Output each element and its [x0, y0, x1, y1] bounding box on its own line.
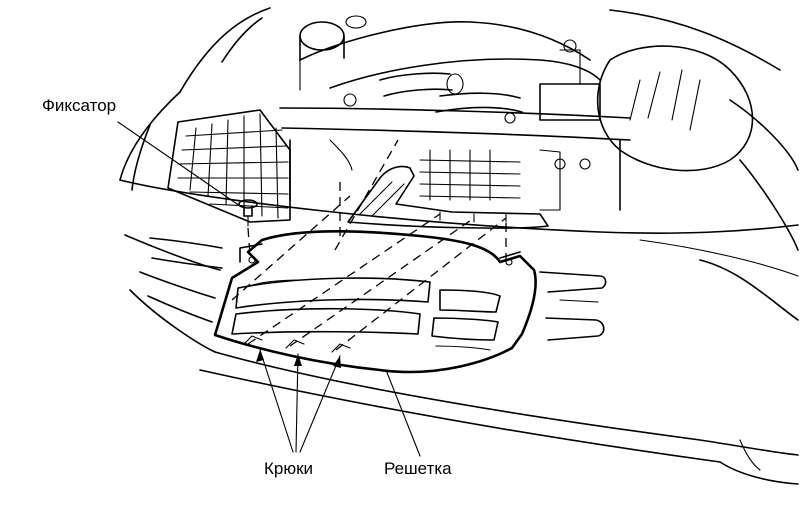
- grille-part: [213, 229, 537, 374]
- hooks-leader-2: [295, 353, 299, 453]
- alignment-lines: [231, 139, 507, 353]
- label-hooks: Крюки: [264, 459, 314, 478]
- hooks-leader-1: [259, 349, 294, 453]
- label-fixator: Фиксатор: [42, 96, 117, 115]
- leader-lines: [117, 121, 421, 457]
- clip-fastener: [238, 199, 258, 257]
- car-body: [119, 7, 799, 485]
- label-grille: Решетка: [384, 459, 452, 478]
- upper-bracket: [347, 165, 549, 229]
- engine-bay: [167, 15, 631, 223]
- grille-leader: [385, 369, 421, 457]
- hooks-leader-3: [299, 355, 341, 453]
- fixator-leader: [117, 121, 241, 207]
